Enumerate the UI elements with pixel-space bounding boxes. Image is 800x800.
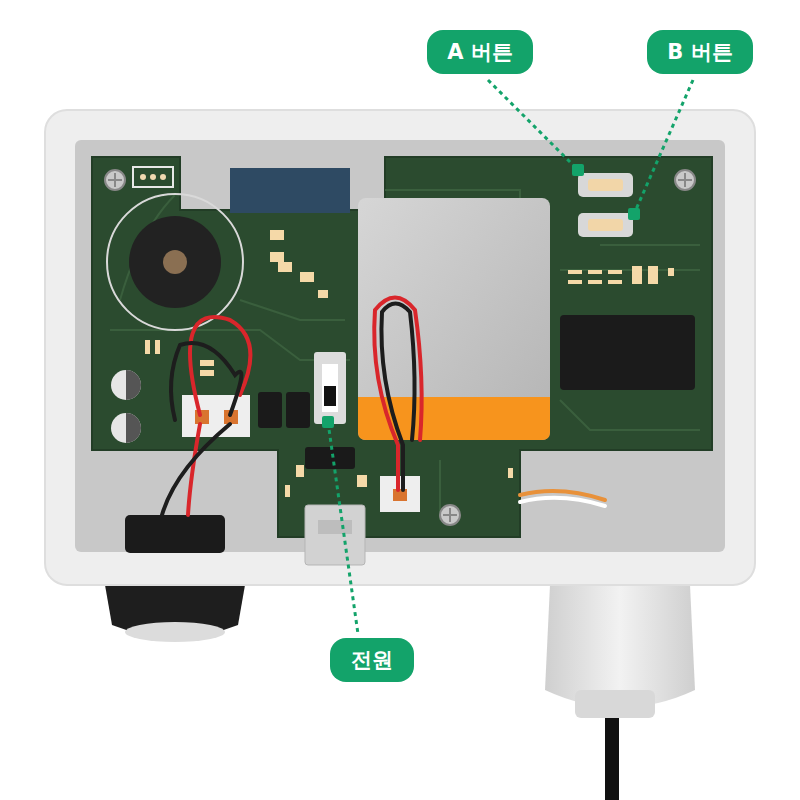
leader-dots xyxy=(322,164,640,428)
callout-text: B 버튼 xyxy=(667,42,732,63)
header xyxy=(133,167,173,187)
gland-ring xyxy=(125,622,225,642)
buzzer-center xyxy=(163,250,187,274)
pcb xyxy=(92,157,712,537)
buzzer xyxy=(129,216,221,308)
switch-slot xyxy=(322,364,338,412)
gland-nut xyxy=(575,690,655,718)
screws xyxy=(105,170,695,525)
callout-text: A 버튼 xyxy=(447,42,513,63)
ic-chip xyxy=(560,315,695,390)
wires xyxy=(162,298,605,516)
battery xyxy=(358,198,550,440)
power-switch xyxy=(314,352,346,424)
pcb-traces xyxy=(110,190,700,520)
housing-inner xyxy=(75,140,725,552)
wire-connectors xyxy=(125,395,420,553)
cable-gland xyxy=(545,585,695,708)
callout-text: 전원 xyxy=(351,650,393,671)
tact-buttons xyxy=(578,173,633,237)
leader-lines xyxy=(328,80,693,634)
radio-module xyxy=(230,168,350,213)
callout-label: B 버튼 xyxy=(647,30,752,74)
capacitors xyxy=(111,370,141,443)
switch-slider xyxy=(324,386,336,406)
callout-label: A 버튼 xyxy=(427,30,533,74)
callout-label: 전원 xyxy=(330,638,414,682)
header-pins xyxy=(140,174,166,180)
usb-socket xyxy=(318,520,352,534)
housing xyxy=(45,110,755,585)
buzzer-outline xyxy=(107,194,243,330)
usb-port xyxy=(305,505,365,565)
